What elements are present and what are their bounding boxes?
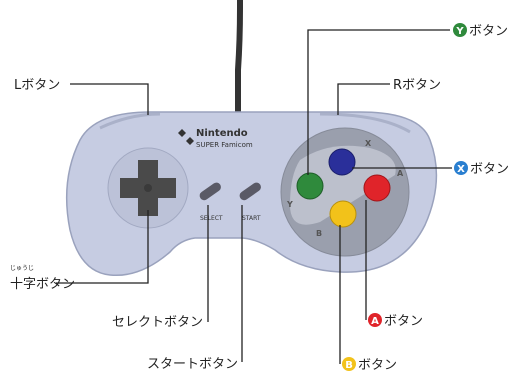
l-button-label: Lボタン (14, 78, 60, 93)
brand-text: Nintendo (196, 128, 248, 139)
y-letter: Y (286, 200, 293, 209)
x-letter: X (365, 139, 372, 148)
start-button[interactable]: START (238, 181, 263, 222)
b-letter: B (316, 229, 322, 238)
x-badge-letter: X (457, 164, 465, 175)
face-button-well (280, 127, 410, 257)
cable (235, 0, 243, 123)
dpad-label: 十字ボタン (10, 277, 75, 292)
y-label-text: ボタン (469, 24, 508, 39)
a-button[interactable] (363, 174, 391, 202)
y-label: Y ボタン (453, 23, 508, 39)
start-text: START (242, 215, 261, 222)
a-badge-letter: A (371, 316, 379, 327)
dpad-furigana: じゅうじ (10, 265, 34, 272)
b-label: B ボタン (342, 357, 397, 373)
r-button-label: Rボタン (393, 78, 441, 93)
b-button[interactable] (329, 200, 357, 228)
nintendo-logo: Nintendo SUPER Famicom (178, 128, 253, 149)
y-badge-letter: Y (455, 26, 464, 37)
a-label-text: ボタン (384, 314, 423, 329)
start-label: スタートボタン (147, 357, 238, 372)
x-label-text: ボタン (470, 162, 509, 177)
select-label: セレクトボタン (112, 315, 203, 330)
select-button[interactable]: SELECT (198, 181, 223, 222)
face-buttons: X Y A B (286, 139, 404, 238)
a-letter: A (397, 169, 404, 178)
model-text: SUPER Famicom (196, 141, 253, 149)
b-badge-letter: B (345, 360, 353, 371)
b-label-text: ボタン (358, 358, 397, 373)
leader-lines (56, 29, 452, 364)
x-button[interactable] (328, 148, 356, 176)
a-label: A ボタン (368, 313, 423, 329)
y-button[interactable] (296, 172, 324, 200)
select-text: SELECT (200, 215, 223, 222)
x-label: X ボタン (454, 161, 509, 177)
